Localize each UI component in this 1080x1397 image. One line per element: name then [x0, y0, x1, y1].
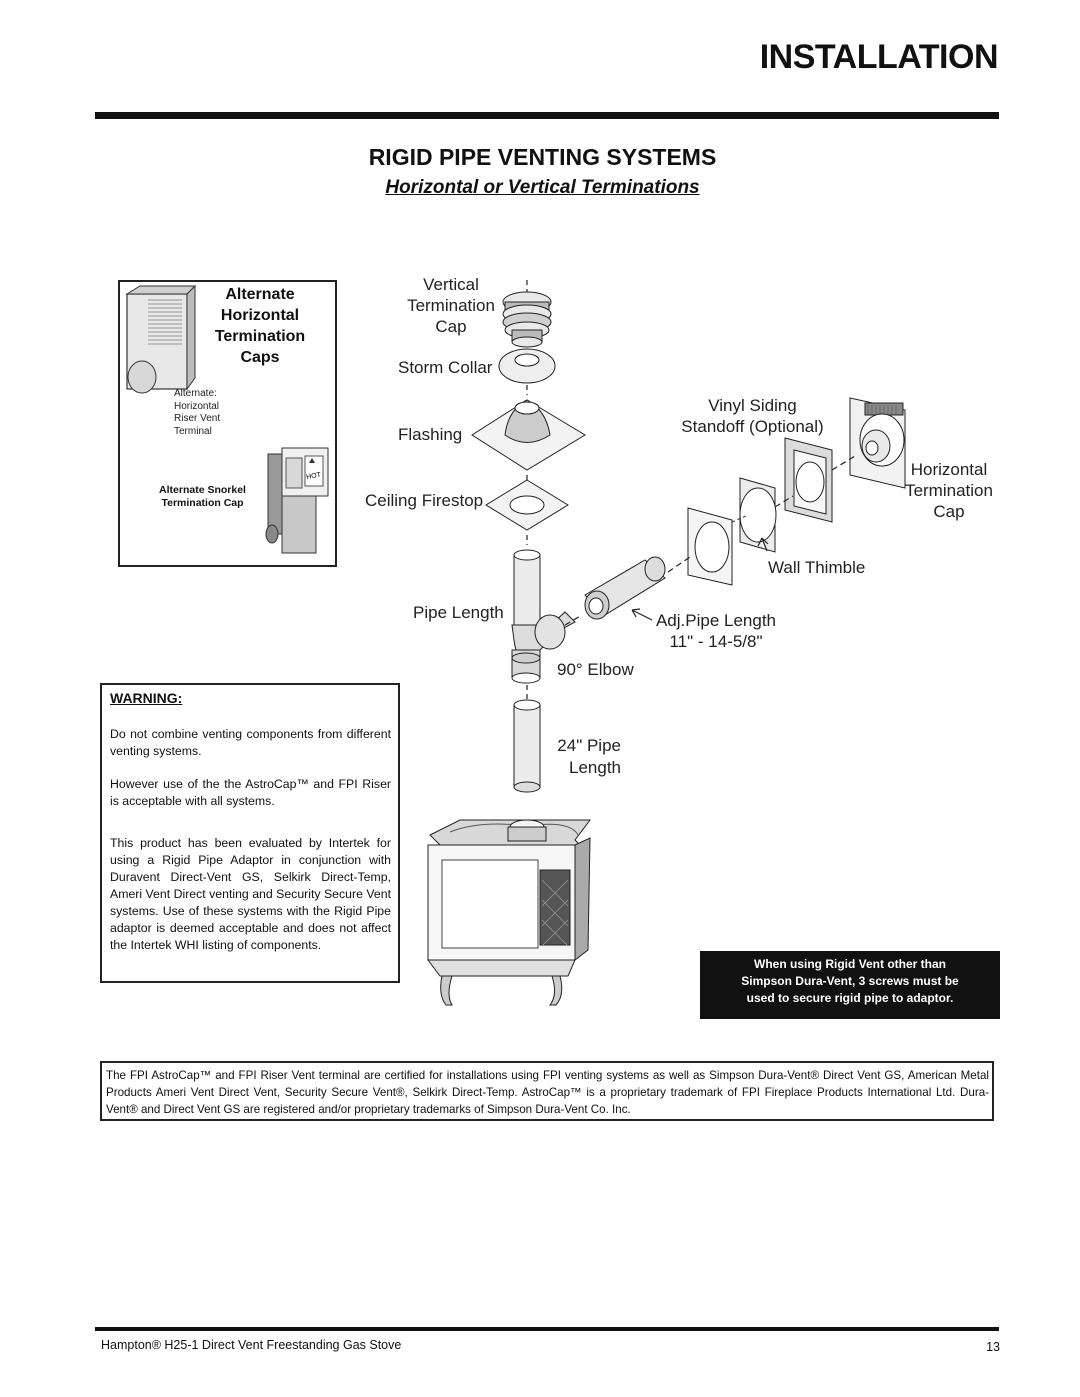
warning-heading: WARNING:	[110, 690, 183, 706]
svg-text:HOT: HOT	[306, 472, 322, 482]
section-subtitle: Horizontal or Vertical Terminations	[385, 177, 700, 198]
pipe-24in-drawing	[513, 699, 541, 793]
label-vertical-termination-cap: Vertical Termination Cap	[407, 275, 495, 336]
pipe-length-drawing	[511, 549, 576, 684]
riser-vent-label: Alternate: Horizontal Riser Vent Termina…	[174, 388, 221, 437]
storm-collar-drawing	[498, 348, 556, 384]
label-elbow: 90° Elbow	[557, 660, 634, 679]
alternate-caps-inset	[118, 280, 337, 567]
wall-thimble-drawing	[687, 477, 777, 586]
horizontal-centerline	[564, 455, 856, 626]
label-ceiling-firestop: Ceiling Firestop	[365, 491, 484, 510]
riser-vent-terminal-illustration	[125, 284, 197, 394]
vertical-termination-cap-drawing	[502, 291, 552, 348]
certification-box: The FPI AstroCap™ and FPI Riser Vent ter…	[100, 1061, 994, 1121]
horizontal-termination-cap-drawing	[849, 397, 906, 489]
label-horizontal-termination-cap: Horizontal Termination Cap	[905, 460, 993, 521]
label-vinyl-siding-standoff: Vinyl Siding Standoff (Optional)	[681, 396, 824, 436]
label-flashing: Flashing	[398, 425, 463, 444]
page-number: 13	[986, 1340, 1000, 1354]
vinyl-siding-standoff-drawing	[784, 437, 833, 523]
header-rule	[95, 112, 999, 119]
label-storm-collar: Storm Collar	[398, 358, 493, 377]
label-wall-thimble: Wall Thimble	[768, 558, 866, 577]
footer-rule	[95, 1327, 999, 1331]
adjustable-pipe-drawing	[584, 556, 666, 620]
warning-paragraph-1: Do not combine venting components from d…	[110, 727, 391, 758]
inset-title: Alternate Horizontal Termination Caps	[214, 286, 306, 366]
label-24in-pipe: 24" Pipe Length	[557, 736, 621, 777]
warning-box	[100, 683, 400, 983]
certification-text: The FPI AstroCap™ and FPI Riser Vent ter…	[106, 1069, 989, 1116]
label-adjustable-pipe-length: Adj.Pipe Length 11" - 14-5/8"	[655, 611, 777, 651]
stove-drawing	[427, 819, 591, 1006]
inset-illustration: HOT	[125, 284, 329, 554]
label-pipe-length: Pipe Length	[413, 603, 504, 622]
venting-diagram	[427, 280, 906, 1006]
warning-paragraph-2: However use of the the AstroCap™ and FPI…	[110, 777, 391, 808]
section-title: RIGID PIPE VENTING SYSTEMS	[368, 144, 717, 170]
flashing-drawing	[471, 399, 586, 471]
leader-arrows	[631, 537, 769, 621]
snorkel-termination-illustration: HOT	[265, 447, 329, 554]
warning-paragraph-3: This product has been evaluated by Inter…	[110, 836, 391, 952]
rigid-vent-note: When using Rigid Vent other than Simpson…	[700, 951, 1000, 1019]
footer-product-name: Hampton® H25-1 Direct Vent Freestanding …	[101, 1338, 402, 1352]
ceiling-firestop-drawing	[485, 479, 569, 531]
snorkel-label: Alternate Snorkel Termination Cap	[159, 484, 246, 509]
page-header-title: INSTALLATION	[759, 38, 999, 76]
